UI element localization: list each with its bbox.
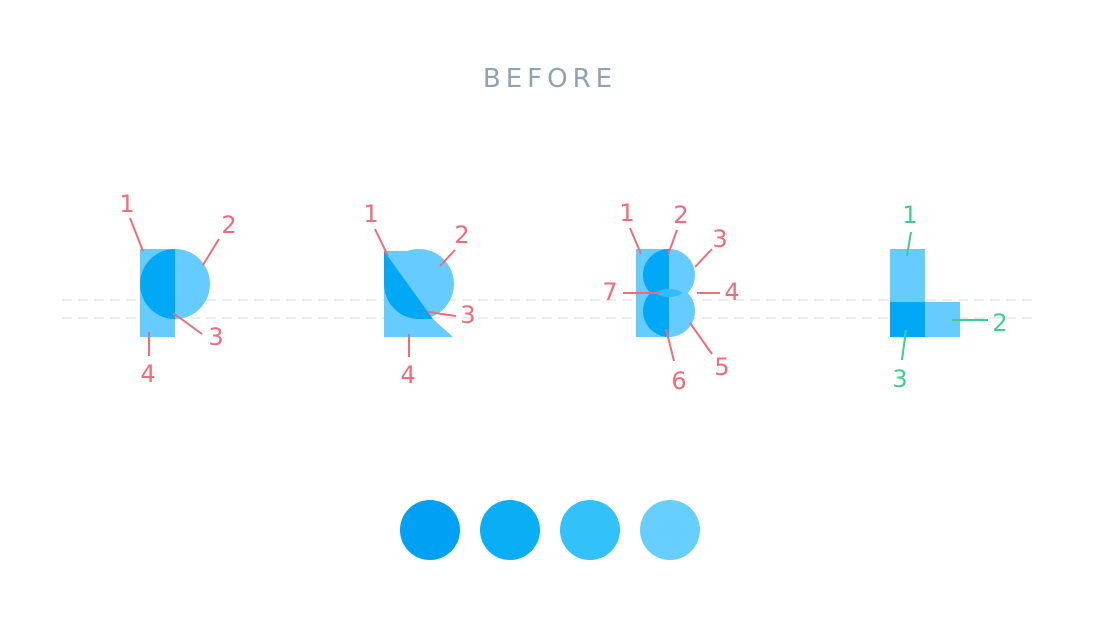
swatch-4 bbox=[640, 500, 700, 560]
r-callout-line-1 bbox=[374, 228, 389, 257]
b-lower-overlap bbox=[643, 285, 669, 337]
b-callout-line-3 bbox=[694, 248, 713, 268]
r-callout-line-3 bbox=[427, 311, 457, 317]
p-callout-line-3 bbox=[172, 312, 203, 335]
b-callout-7: 7 bbox=[602, 278, 617, 306]
b-callout-3: 3 bbox=[712, 225, 727, 253]
r-overlap bbox=[384, 251, 433, 319]
p-overlap bbox=[140, 249, 175, 319]
p-callout-2: 2 bbox=[221, 211, 236, 239]
b-callout-4: 4 bbox=[724, 278, 739, 306]
letter-r: 1 2 3 4 bbox=[363, 200, 475, 389]
p-callout-line-1 bbox=[129, 217, 144, 252]
b-bowl-overlap bbox=[655, 288, 683, 298]
b-callout-5: 5 bbox=[714, 353, 729, 381]
b-callout-line-1 bbox=[629, 227, 642, 255]
r-callout-3: 3 bbox=[460, 301, 475, 329]
p-callout-1: 1 bbox=[119, 190, 134, 218]
l-callout-line-3 bbox=[901, 329, 907, 361]
r-leg bbox=[419, 319, 453, 337]
r-callout-1: 1 bbox=[363, 200, 378, 228]
l-callout-1: 1 bbox=[902, 201, 917, 229]
swatch-2 bbox=[480, 500, 540, 560]
r-callout-line-2 bbox=[439, 249, 456, 267]
p-callout-4: 4 bbox=[140, 360, 155, 388]
b-callout-1: 1 bbox=[619, 199, 634, 227]
l-corner-overlap bbox=[890, 302, 925, 337]
l-callout-line-1 bbox=[906, 231, 912, 257]
letter-b: 1 2 3 4 5 6 7 bbox=[602, 199, 739, 395]
p-callout-line-2 bbox=[202, 238, 220, 266]
b-callout-line-5 bbox=[689, 322, 713, 355]
l-callout-2: 2 bbox=[992, 309, 1007, 337]
b-callout-line-2 bbox=[667, 229, 678, 256]
swatch-1 bbox=[400, 500, 460, 560]
letter-l: 1 2 3 bbox=[890, 201, 1008, 393]
heading-before: BEFORE bbox=[482, 64, 618, 94]
color-swatches bbox=[400, 500, 700, 560]
letter-p: 1 2 3 4 bbox=[119, 190, 236, 388]
p-callout-3: 3 bbox=[208, 323, 223, 351]
swatch-3 bbox=[560, 500, 620, 560]
r-callout-2: 2 bbox=[454, 221, 469, 249]
l-callout-3: 3 bbox=[892, 365, 907, 393]
b-callout-2: 2 bbox=[673, 201, 688, 229]
b-callout-line-6 bbox=[665, 328, 675, 362]
r-callout-4: 4 bbox=[400, 361, 415, 389]
b-callout-6: 6 bbox=[671, 367, 686, 395]
